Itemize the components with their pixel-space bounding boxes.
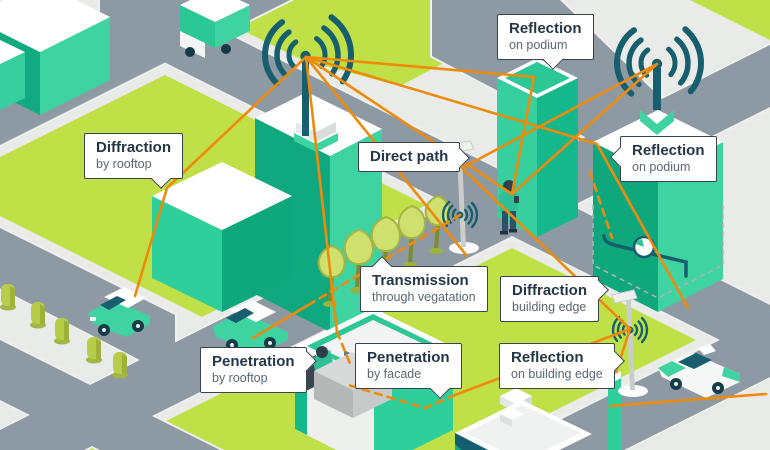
callout-subtitle: on building edge <box>511 367 603 382</box>
bush-icons <box>0 284 128 379</box>
callout-title: Diffraction <box>512 282 587 299</box>
callout-penetration-facade: Penetration by facade <box>355 343 462 399</box>
call.out-title: Reflection <box>632 142 705 159</box>
callout-subtitle: building edge <box>512 300 587 315</box>
callout-reflection-building-edge: Reflection on building edge <box>499 343 625 389</box>
callout-subtitle: through vegatation <box>372 290 476 305</box>
streetlight-2-icon <box>611 289 648 397</box>
callout-title: Penetration <box>367 349 450 366</box>
callout-title: Reflection <box>509 20 582 37</box>
callout-subtitle: by rooftop <box>212 371 268 386</box>
callout-title: Penetration <box>212 353 295 370</box>
sedan-icon <box>212 300 288 354</box>
callout-subtitle: by rooftop <box>96 157 152 172</box>
taxi-icon <box>658 344 740 398</box>
diffraction-building <box>152 162 292 312</box>
callout-transmission-vegetation: Transmission through vegatation <box>360 256 488 312</box>
building-top-left <box>0 0 110 115</box>
propagation-rays-dashed <box>308 170 614 410</box>
callout-diffraction-building-edge: Diffraction building edge <box>500 276 609 322</box>
callout-title: Reflection <box>511 349 584 366</box>
callout-reflection-podium-top: Reflection on podium <box>497 14 594 70</box>
radio-waves-icon <box>262 14 355 87</box>
callout-title: Direct path <box>370 148 449 165</box>
callout-diffraction-rooftop: Diffraction by rooftop <box>84 133 183 189</box>
hidden-podium-outline <box>592 205 724 299</box>
callout-title: Transmission <box>372 272 469 289</box>
callout-title: Diffraction <box>96 139 171 156</box>
truck-icon <box>180 0 250 58</box>
car-icon <box>88 287 150 337</box>
callout-direct-path: Direct path <box>358 142 471 173</box>
propagation-rays <box>133 55 768 408</box>
callout-subtitle: by facade <box>367 367 422 382</box>
bottom-building <box>455 371 621 450</box>
callout-reflection-podium-right: Reflection on podium <box>610 136 717 182</box>
callout-subtitle: on podium <box>632 160 691 175</box>
callout-penetration-rooftop: Penetration by rooftop <box>200 347 317 393</box>
callout-subtitle: on podium <box>509 38 568 53</box>
right-radio-waves-icon <box>614 26 704 97</box>
